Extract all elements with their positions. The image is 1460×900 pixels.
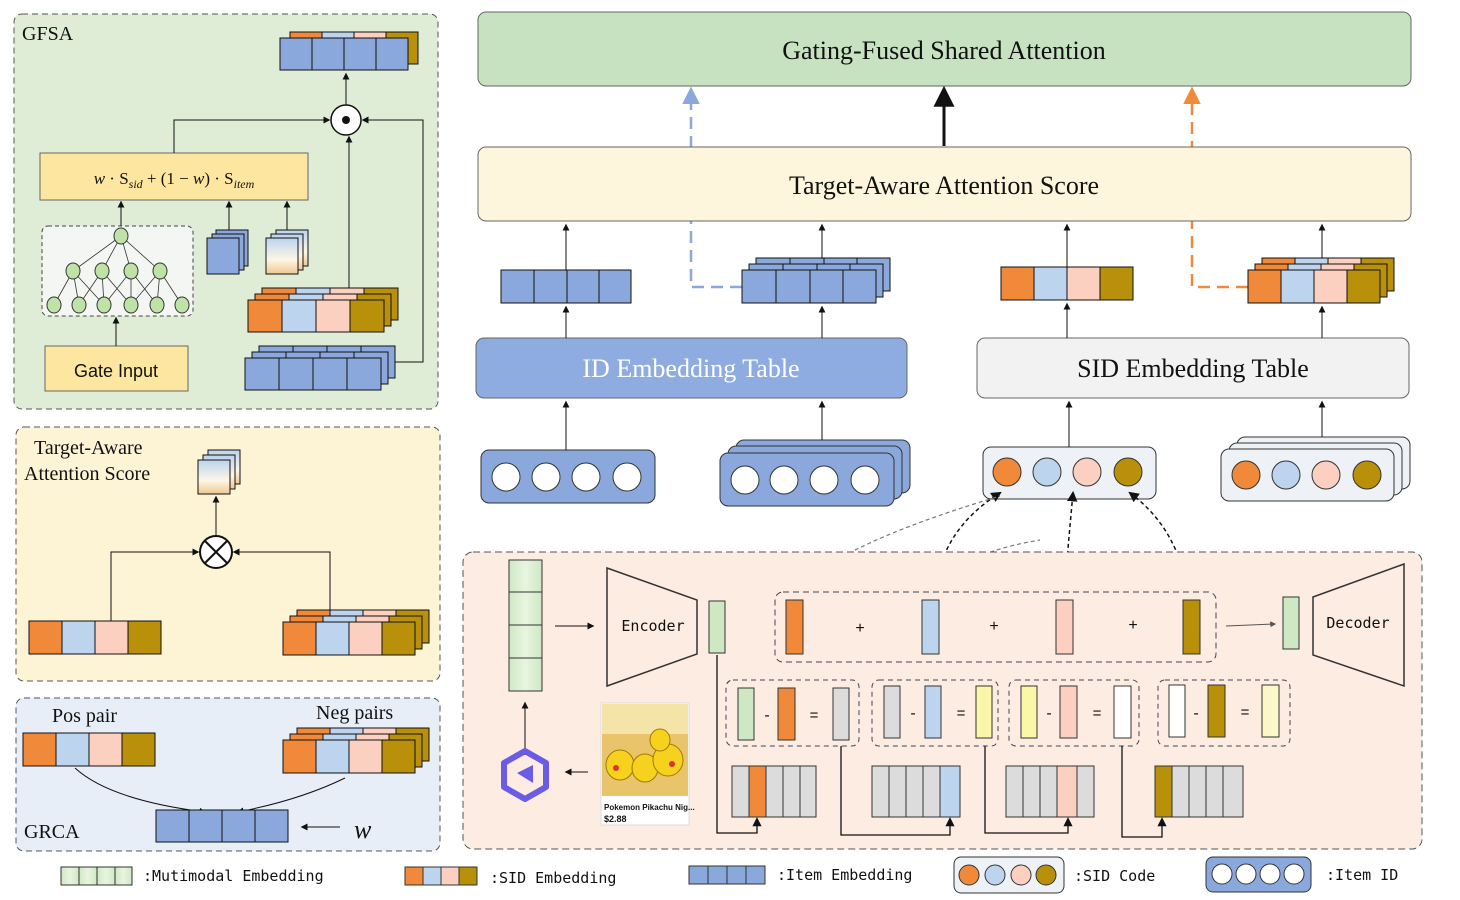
- gfsa-bar: Gating-Fused Shared Attention: [477, 11, 1412, 87]
- sid-score-stack: [206, 229, 249, 275]
- code-4: [1182, 599, 1201, 655]
- svg-text:=: =: [810, 707, 819, 724]
- codebook-1: [731, 765, 817, 818]
- gfsa-output-embedding: [279, 31, 419, 71]
- legend-multimodal-icon: [60, 866, 133, 886]
- codebook-3: [1005, 765, 1095, 818]
- reconstructed-vector: [1282, 596, 1300, 650]
- gate-input-label: Gate Input: [74, 361, 158, 381]
- target-aware-bar: Target-Aware Attention Score: [477, 146, 1412, 222]
- svg-text:=: =: [957, 705, 966, 722]
- target-sid-code: [982, 446, 1157, 500]
- code-3: [1055, 599, 1074, 655]
- decoder-label: Decoder: [1326, 614, 1389, 632]
- legend-item-emb-icon: [688, 865, 766, 885]
- svg-text:-: -: [1046, 705, 1051, 722]
- target-panel-label-2: Attention Score: [24, 463, 150, 485]
- gate-formula-box: [39, 152, 309, 201]
- neg-pairs-stack: [282, 727, 430, 774]
- multimodal-embedding-column: [508, 559, 543, 692]
- neg-pairs-label: Neg pairs: [316, 702, 393, 724]
- sid-table-label: SID Embedding Table: [1077, 354, 1309, 383]
- gfsa-label: GFSA: [22, 23, 74, 45]
- residual-step-4: - =: [1157, 679, 1291, 747]
- target-item-id: [480, 449, 656, 504]
- target-sid-embedding-main: [1000, 266, 1134, 301]
- product-name: Pokemon Pikachu Nig...: [604, 803, 695, 812]
- decoder-block: Decoder: [1312, 562, 1405, 688]
- encoder-block: Encoder: [606, 566, 698, 688]
- history-sid-stack: [282, 609, 430, 656]
- svg-text:-: -: [910, 705, 915, 722]
- target-panel-label-1: Target-Aware: [34, 437, 143, 459]
- legend-item-emb: :Item Embedding: [777, 866, 912, 884]
- rq-vae-panel: Pokemon Pikachu Nig... $2.88 Encoder + +…: [462, 551, 1423, 850]
- quantized-sum-box: [774, 591, 1217, 663]
- item-score-stack: [265, 229, 309, 275]
- gfsa-item-stack: [244, 345, 396, 391]
- id-embedding-table: ID Embedding Table: [475, 337, 908, 399]
- history-sid-stack-main: [1247, 257, 1395, 304]
- target-title: Target-Aware Attention Score: [789, 171, 1099, 200]
- pos-pair-label: Pos pair: [52, 705, 117, 727]
- svg-text:+: +: [1128, 617, 1137, 634]
- residual-step-3: - =: [1008, 679, 1140, 747]
- residual-step-2: - =: [871, 679, 999, 747]
- target-item-embedding: [500, 269, 632, 304]
- legend-item-id: :Item ID: [1326, 866, 1398, 884]
- legend-sid-code: :SID Code: [1074, 867, 1155, 885]
- sid-embedding-table: SID Embedding Table: [976, 337, 1410, 399]
- encoder-label: Encoder: [621, 617, 684, 635]
- product-thumbnail: Pokemon Pikachu Nig... $2.88: [600, 702, 695, 826]
- gfsa-panel: GFSA w · Ssid + (1 − w) · Sitem: [13, 13, 439, 410]
- history-item-stack: [741, 257, 891, 304]
- grca-label: GRCA: [24, 821, 80, 843]
- svg-text:-: -: [764, 707, 769, 724]
- target-sid-embedding: [28, 620, 162, 655]
- legend-sid-emb: :SID Embedding: [490, 869, 616, 887]
- svg-text:=: =: [1093, 705, 1102, 722]
- legend: :Mutimodal Embedding :SID Embedding :Ite…: [60, 856, 1398, 894]
- attention-score-stack: [197, 449, 241, 495]
- grca-panel: Pos pair Neg pairs GRCA w: [15, 697, 441, 852]
- gate-formula: w · Ssid + (1 − w) · Sitem: [94, 169, 255, 191]
- gfsa-title: Gating-Fused Shared Attention: [782, 36, 1106, 65]
- legend-item-id-icon: [1205, 856, 1312, 893]
- legend-sid-emb-icon: [404, 866, 478, 886]
- gate-input-box: [44, 345, 189, 392]
- target-aware-panel: Target-Aware Attention Score: [15, 426, 441, 682]
- svg-text:+: +: [989, 618, 998, 635]
- gfsa-sid-stack: [247, 287, 399, 333]
- id-table-label: ID Embedding Table: [582, 354, 799, 383]
- svg-text:=: =: [1241, 704, 1250, 721]
- product-price: $2.88: [604, 814, 627, 824]
- history-sid-code-stack: [1220, 436, 1411, 502]
- weight-w: w: [354, 815, 372, 844]
- legend-multimodal: :Mutimodal Embedding: [143, 867, 324, 885]
- gate-network: [41, 225, 194, 317]
- svg-text:+: +: [855, 620, 864, 637]
- outer-product-icon: [199, 535, 233, 569]
- codebook-2: [871, 765, 961, 818]
- code-1: [785, 599, 804, 655]
- legend-sid-code-icon: [953, 856, 1065, 894]
- grca-item-embedding: [155, 809, 289, 843]
- history-item-id-stack: [719, 439, 911, 507]
- svg-text:-: -: [1193, 705, 1198, 722]
- pos-pair-embedding: [22, 732, 156, 767]
- residual-step-1: - =: [725, 679, 860, 747]
- code-2: [921, 599, 940, 655]
- llm-logo-icon: [501, 748, 549, 802]
- codebook-4: [1154, 765, 1244, 818]
- latent-vector: [708, 600, 726, 654]
